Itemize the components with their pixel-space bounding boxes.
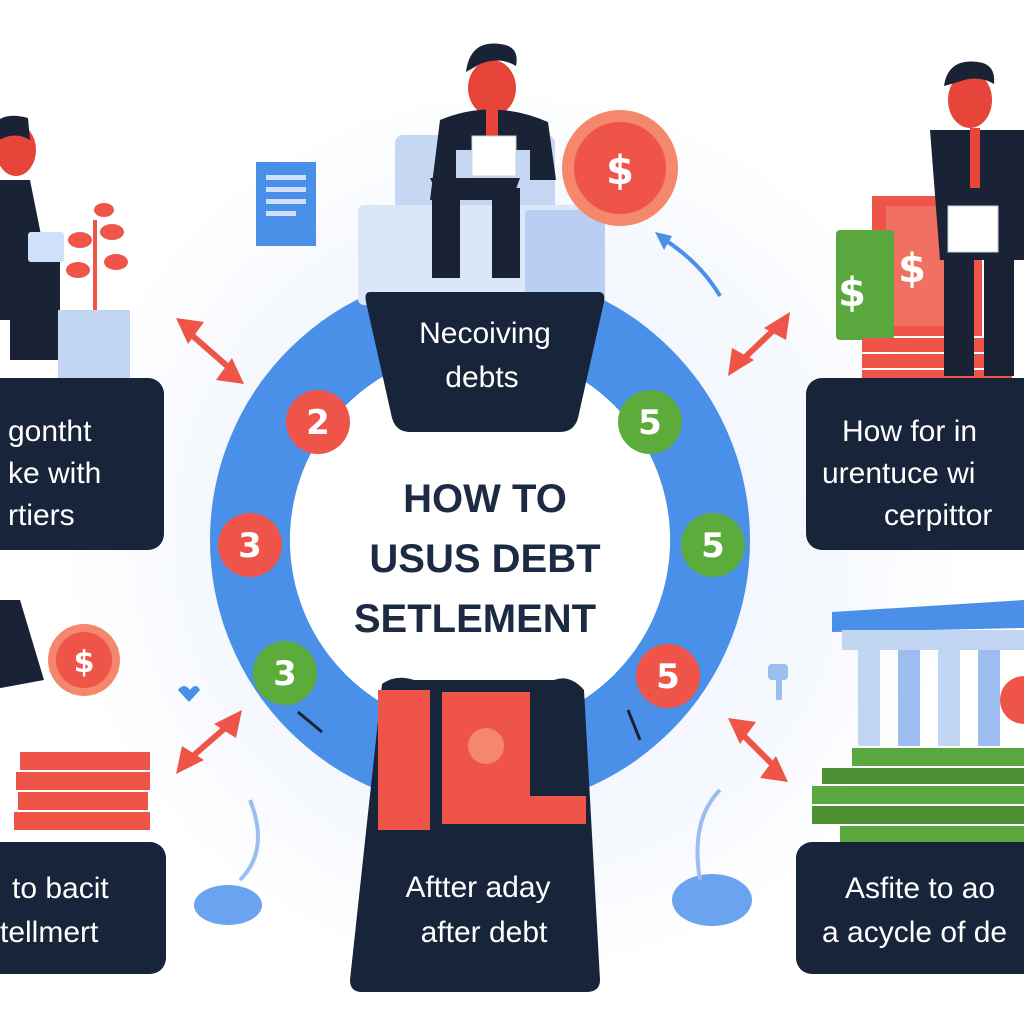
svg-text:3: 3 [238, 526, 262, 566]
blob-left-bottom [194, 885, 262, 925]
center-disc [290, 350, 670, 730]
badge-5-bottom: 5 [636, 644, 700, 708]
svg-text:5: 5 [701, 526, 725, 566]
small-arrow-bottom-right [626, 709, 642, 741]
top-panel [365, 292, 605, 432]
small-arrow-bottom-left [297, 710, 323, 734]
coin-icon-left: $ [48, 624, 120, 696]
left-bottom-panel-line2: tellmert [0, 916, 99, 949]
svg-text:2: 2 [306, 403, 330, 443]
curved-arrow-top-right [660, 236, 722, 298]
left-bottom-panel-line1: to bacit [12, 872, 109, 905]
double-arrow-right-bottom [728, 718, 788, 782]
document-icon [256, 162, 316, 246]
top-panel-line1: Necoiving [419, 317, 551, 350]
svg-text:$: $ [606, 148, 634, 194]
curved-arrow-left-bottom [238, 799, 260, 882]
double-arrow-right-top [728, 312, 790, 376]
left-bottom-panel [0, 842, 166, 974]
badge-3-green: 3 [253, 641, 317, 705]
right-top-panel-line1: How for in [842, 415, 977, 448]
right-top-panel-line2: urentuce wi [822, 457, 975, 490]
left-top-panel-line1: gontht [8, 415, 92, 448]
badge-3-left: 3 [218, 513, 282, 577]
left-top-panel-line2: ke with [8, 457, 101, 490]
bank-icon [832, 600, 1024, 746]
plant-icon [58, 203, 130, 380]
cash-stack-left [14, 752, 150, 830]
cash-stack-green [812, 748, 1024, 842]
center-title-line1: HOW TO [403, 477, 567, 521]
blob-right-bottom [672, 874, 752, 926]
key-icon [768, 664, 788, 700]
bottom-panel-line2: after debt [421, 916, 548, 949]
red-folders-icon [378, 690, 586, 830]
svg-text:$: $ [74, 645, 95, 680]
desk-box-right [525, 210, 605, 300]
person-top [430, 43, 556, 278]
svg-text:3: 3 [273, 654, 297, 694]
coin-icon-top: $ [562, 110, 678, 226]
person-left-bottom [0, 600, 44, 689]
badge-5-right: 5 [681, 513, 745, 577]
center-title: HOW TO USUS DEBT SETLEMENT [354, 477, 601, 641]
person-right-top [930, 61, 1024, 376]
badge-2: 2 [286, 390, 350, 454]
center-title-line2: USUS DEBT [369, 537, 600, 581]
svg-text:$: $ [838, 270, 866, 316]
svg-text:$: $ [898, 246, 926, 292]
right-bottom-panel [796, 842, 1024, 974]
svg-text:5: 5 [638, 403, 662, 443]
double-arrow-left-bottom [176, 710, 242, 774]
person-left-top [0, 115, 64, 360]
arrow-head-top-right [655, 232, 672, 250]
double-arrow-left-top [176, 318, 244, 384]
badge-5-top: 5 [618, 390, 682, 454]
svg-text:5: 5 [656, 657, 680, 697]
curved-arrow-right-bottom [695, 788, 722, 881]
left-top-panel-line3: rtiers [8, 499, 75, 532]
right-top-panel [806, 378, 1024, 550]
right-bottom-panel-line1: Asfite to ao [845, 872, 995, 905]
small-heart-icon [178, 686, 200, 702]
top-panel-line2: debts [445, 361, 518, 394]
center-title-line3: SETLEMENT [354, 597, 596, 641]
right-bottom-panel-line2: a acycle of de [822, 916, 1007, 949]
bottom-panel-line1: Aftter aday [405, 871, 550, 904]
right-top-panel-line3: cerpittor [884, 499, 992, 532]
left-top-panel [0, 378, 164, 550]
